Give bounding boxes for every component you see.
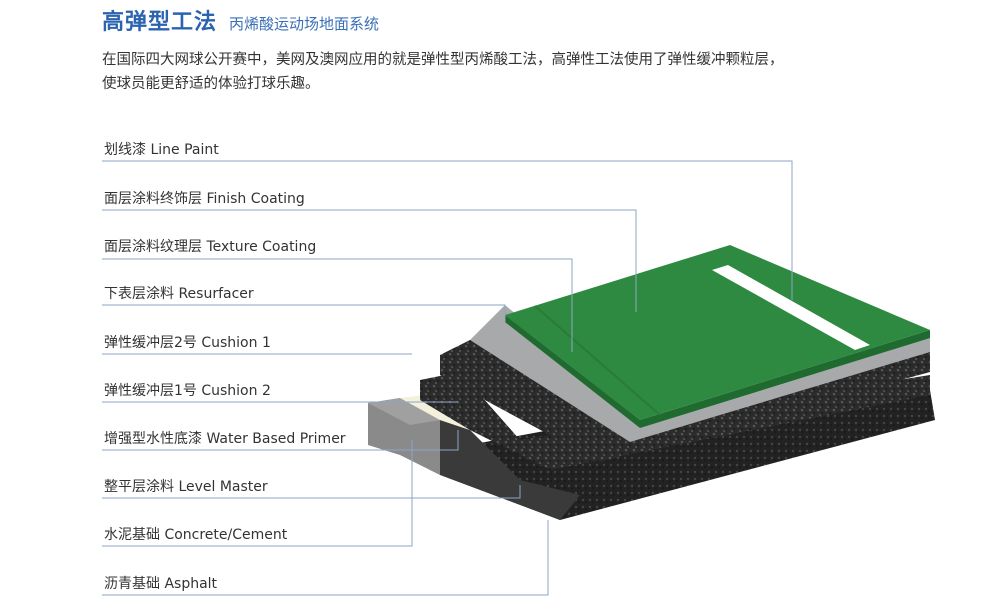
label-resurfacer: 下表层涂料 Resurfacer [104, 286, 254, 302]
label-asphalt: 沥青基础 Asphalt [104, 576, 218, 592]
label-cushion-2: 弹性缓冲层1号 Cushion 2 [104, 383, 271, 399]
finish-coating-top [505, 245, 930, 420]
leader-lines [102, 160, 793, 596]
intro-paragraph: 在国际四大网球公开赛中，美网及澳网应用的就是弹性型丙烯酸工法，高弹性工法使用了弹… [102, 48, 902, 96]
label-finish-coating: 面层涂料终饰层 Finish Coating [104, 191, 305, 207]
line-paint-stripe [712, 265, 870, 350]
finish-coating-side [505, 315, 930, 428]
leader-line-paint [102, 160, 793, 300]
label-water-based-primer: 增强型水性底漆 Water Based Primer [104, 431, 346, 447]
page-subtitle: 丙烯酸运动场地面系统 [229, 15, 380, 33]
leader-resurfacer [102, 304, 506, 322]
leader-finish [102, 209, 637, 312]
label-texture-coating: 面层涂料纹理层 Texture Coating [104, 239, 317, 255]
label-concrete: 水泥基础 Concrete/Cement [104, 527, 288, 543]
leader-concrete [102, 440, 413, 547]
leader-primer [102, 430, 459, 451]
texture-coating-edge [534, 305, 661, 416]
intro-line-1: 在国际四大网球公开赛中，美网及澳网应用的就是弹性型丙烯酸工法，高弹性工法使用了弹… [102, 52, 784, 68]
resurfacer-layer [470, 305, 930, 442]
label-cushion-1: 弹性缓冲层2号 Cushion 1 [104, 335, 271, 351]
title-row: 高弹型工法 丙烯酸运动场地面系统 [102, 4, 379, 38]
intro-line-2: 使球员能更舒适的体验打球乐趣。 [102, 76, 320, 92]
cushion-1-layer [440, 340, 930, 462]
concrete-top [368, 398, 440, 425]
page-title: 高弹型工法 [102, 10, 218, 35]
leader-texture [102, 258, 573, 352]
leader-level-master [102, 485, 521, 499]
label-line-paint: 划线漆 Line Paint [104, 142, 219, 158]
leader-asphalt [102, 520, 549, 596]
level-master-layer [440, 420, 580, 520]
label-level-master: 整平层涂料 Level Master [104, 479, 268, 495]
